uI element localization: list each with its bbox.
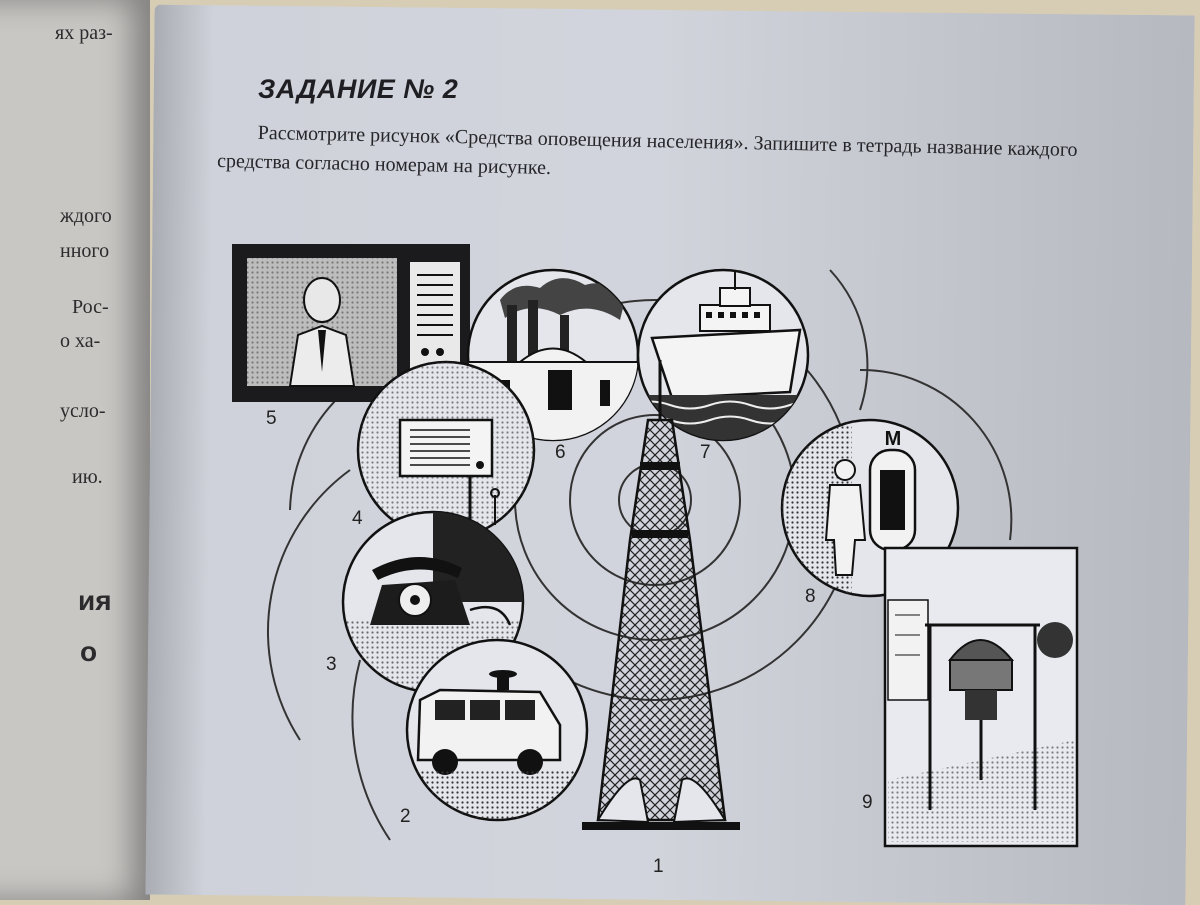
left-page-text: ию.	[72, 466, 103, 488]
label-5: 5	[266, 408, 277, 429]
left-page-text: нного	[60, 240, 110, 262]
radio-speaker-icon	[356, 360, 536, 540]
task-title: ЗАДАНИЕ № 2	[258, 74, 459, 104]
svg-text:M: M	[885, 428, 902, 450]
left-page-text: ях раз-	[55, 22, 113, 44]
label-7: 7	[700, 442, 711, 463]
left-page-text: Рос-	[72, 296, 109, 318]
label-6: 6	[555, 442, 566, 463]
left-page-text: о ха-	[60, 330, 101, 352]
left-page-text: ждого	[60, 205, 112, 227]
ship-icon	[636, 268, 810, 442]
siren-icon	[883, 546, 1079, 848]
label-3: 3	[326, 654, 337, 675]
label-2: 2	[400, 806, 411, 827]
left-page-text: усло-	[60, 400, 106, 422]
left-page-heading: о	[80, 636, 98, 667]
left-page-heading: ия	[78, 585, 112, 616]
label-1: 1	[653, 856, 664, 877]
left-page	[0, 0, 150, 900]
label-4: 4	[352, 508, 363, 529]
loudspeaker-van-icon	[405, 638, 589, 822]
label-9: 9	[862, 792, 873, 813]
tv-tower-icon	[582, 360, 740, 830]
label-8: 8	[805, 586, 816, 607]
television-icon	[232, 244, 470, 402]
